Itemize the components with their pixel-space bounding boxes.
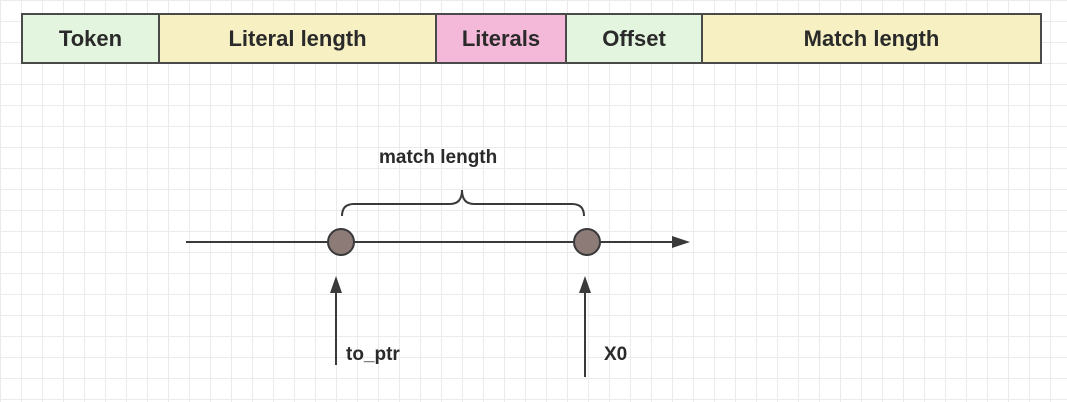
field-literal-length: Literal length [160, 15, 437, 62]
to-ptr-arrowhead [330, 276, 342, 293]
match-length-label: match length [379, 147, 498, 168]
end-node [573, 228, 601, 256]
field-token: Token [23, 15, 160, 62]
number-line-arrowhead [672, 236, 690, 248]
field-literals: Literals [437, 15, 567, 62]
match-length-brace [341, 189, 585, 217]
field-match-length: Match length [703, 15, 1040, 62]
field-offset: Offset [567, 15, 703, 62]
to-ptr-label: to_ptr [346, 344, 400, 365]
sequence-format-bar: Token Literal length Literals Offset Mat… [21, 13, 1042, 64]
x0-arrowhead [579, 276, 591, 293]
x0-label: X0 [604, 344, 628, 365]
start-node [327, 228, 355, 256]
